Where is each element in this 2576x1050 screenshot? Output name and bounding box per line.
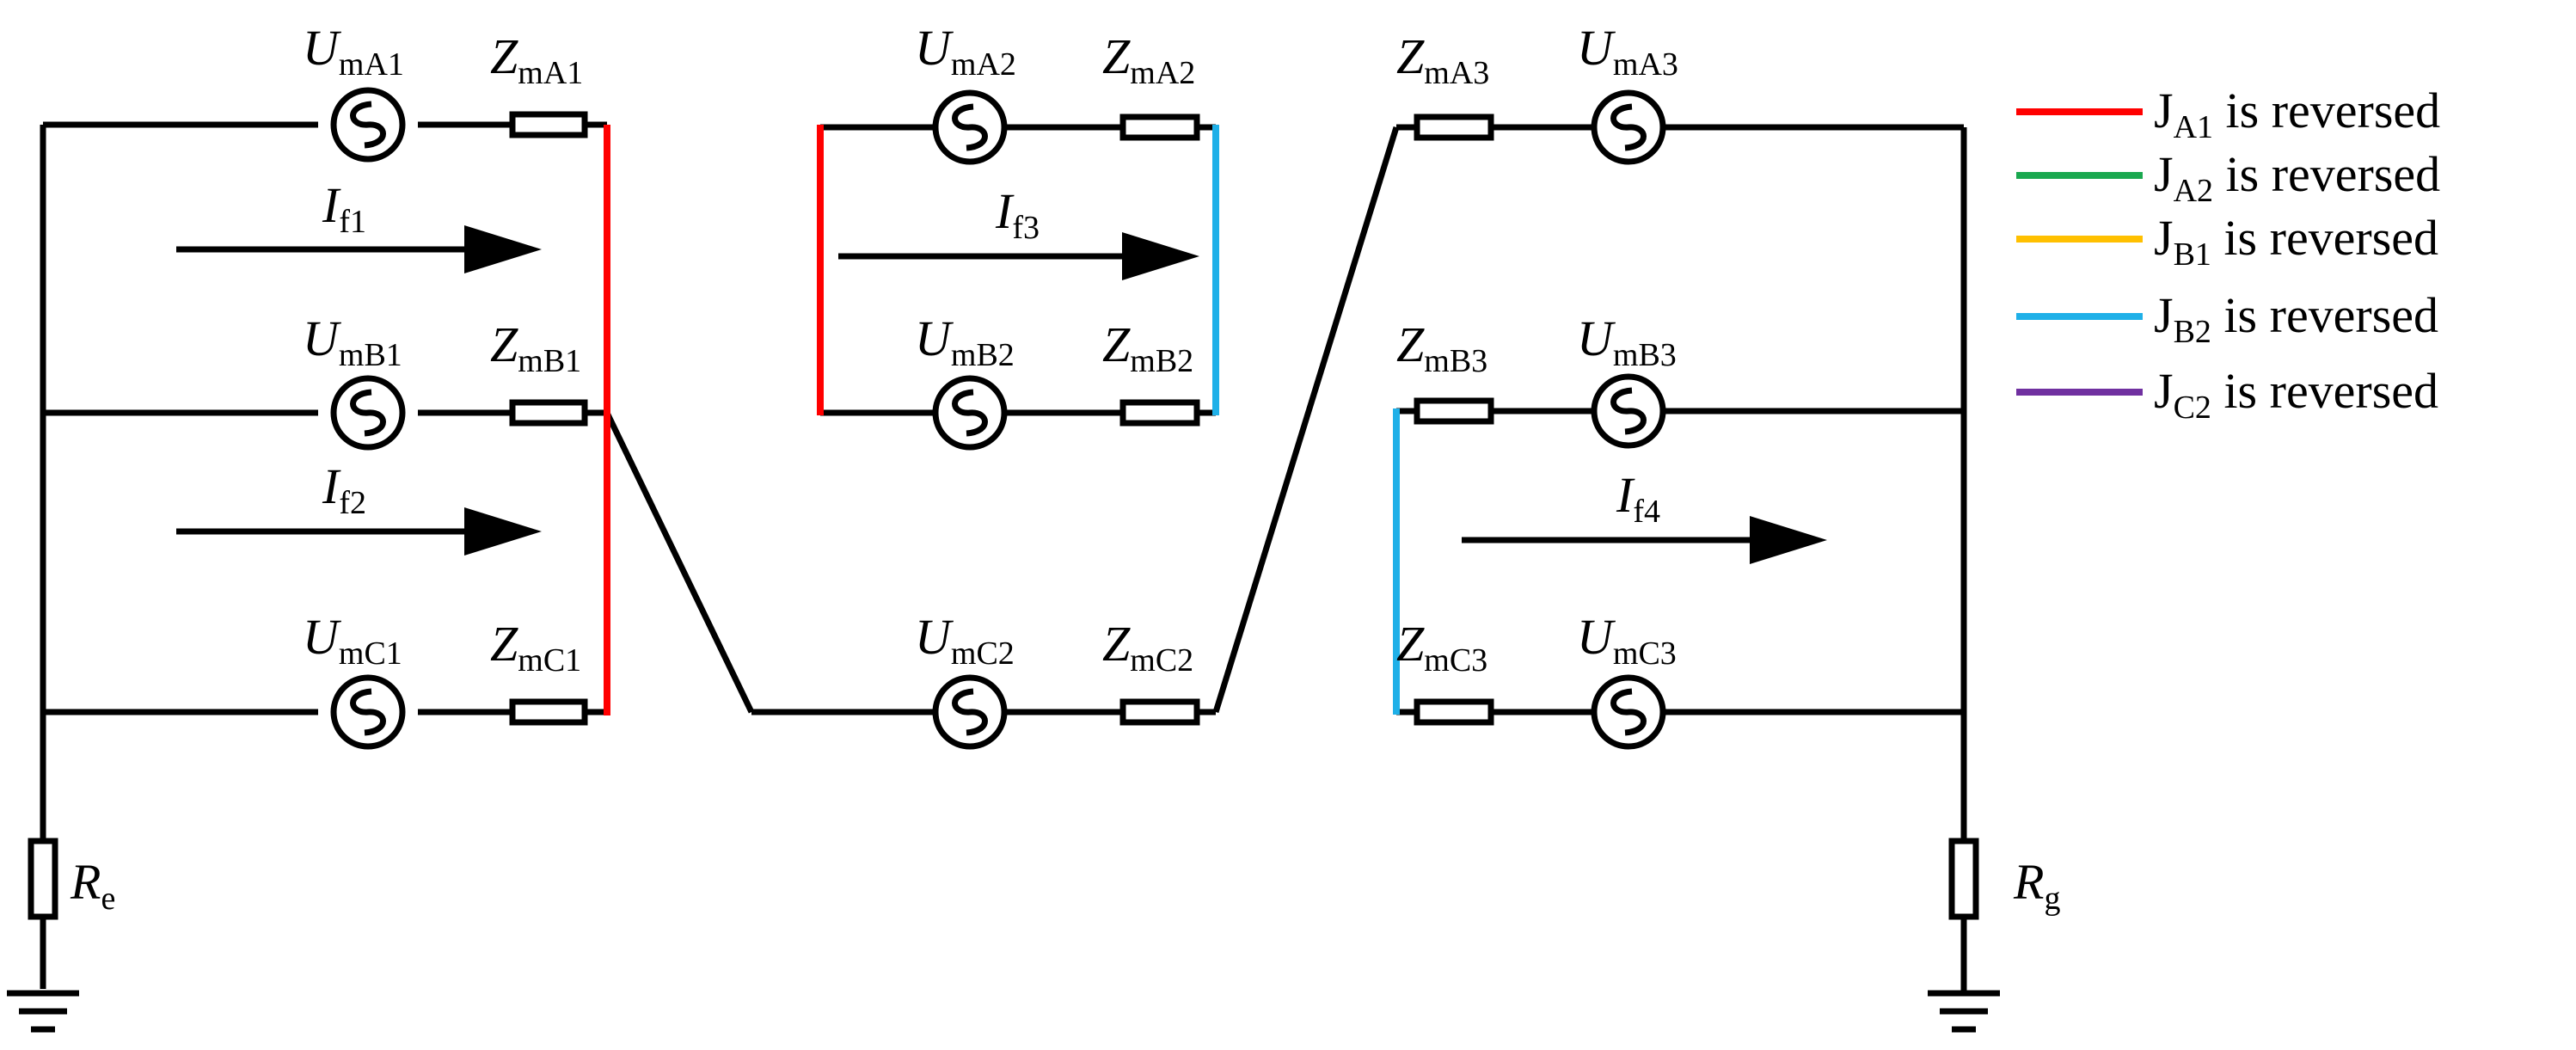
label-umb3: UmB3 [1577,310,1677,373]
arrow-if4-head [1750,516,1827,564]
impedance-zma1 [509,111,588,138]
resistor-re [28,838,58,920]
label-zmc3: ZmC3 [1396,616,1487,679]
label-umc3: UmC3 [1577,609,1677,672]
impedance-zma2 [1119,114,1200,141]
label-if4: If4 [1616,467,1660,530]
label-uma3: UmA3 [1577,20,1678,83]
ac-source-icon-umc2 [932,674,1008,750]
ac-source-icon-umb1 [330,375,406,451]
label-umc1: UmC1 [303,609,402,672]
legend-label-jb1: JB1 is reversed [2154,210,2438,273]
ac-source-icon-umc3 [1591,674,1666,750]
label-zmb2: ZmB2 [1102,316,1193,379]
ground-icon [1928,990,2000,1033]
resistor-rg [1948,838,1979,920]
label-umc2: UmC2 [915,609,1015,672]
label-uma1: UmA1 [303,20,404,83]
label-zma3: ZmA3 [1396,28,1489,91]
label-if1: If1 [322,177,366,240]
ac-source-icon-umc1 [330,674,406,750]
legend-label-ja2: JA2 is reversed [2154,146,2440,209]
label-zma1: ZmA1 [490,28,583,91]
impedance-zmb1 [509,399,588,427]
label-umb2: UmB2 [915,310,1015,373]
legend-label-jc2: JC2 is reversed [2154,363,2438,426]
impedance-zmc3 [1414,698,1494,726]
label-rg: Rg [2013,854,2060,917]
ac-source-icon-uma3 [1591,89,1666,165]
label-zmc1: ZmC1 [490,616,581,679]
legend-label-ja1: JA1 is reversed [2154,83,2440,145]
wire-diagonal-left [604,411,755,714]
ac-source-icon-uma2 [932,89,1008,165]
section-2 [604,124,1400,715]
wire-diagonal-right [1212,126,1400,714]
arrow-if1-head [464,225,542,273]
arrow-if3-head [1122,232,1199,280]
label-if3: If3 [995,183,1040,246]
legend: JA1 is reversed JA2 is reversed JB1 is r… [2016,83,2440,426]
impedance-zmb3 [1414,397,1494,425]
impedance-zmc1 [509,698,588,726]
label-zmb3: ZmB3 [1396,316,1487,379]
label-umb1: UmB1 [303,310,402,373]
ac-source-icon-umb2 [932,375,1008,451]
impedance-zmb2 [1119,399,1200,427]
impedance-boxes [509,111,1494,726]
impedance-zmc2 [1119,698,1200,726]
label-if2: If2 [322,458,366,521]
impedance-zma3 [1414,114,1494,141]
current-arrows [176,225,1827,564]
label-zma2: ZmA2 [1102,28,1195,91]
ac-source-icon-uma1 [330,87,406,163]
ground-icon [7,990,79,1033]
section-3 [1396,124,1967,993]
label-zmc2: ZmC2 [1102,616,1193,679]
label-uma2: UmA2 [915,20,1016,83]
ac-source-icon-umb3 [1591,373,1666,449]
legend-label-jb2: JB2 is reversed [2154,287,2438,350]
arrow-if2-head [464,507,542,556]
label-re: Re [70,854,115,917]
ac-sources [330,87,1666,750]
label-zmb1: ZmB1 [490,316,581,379]
